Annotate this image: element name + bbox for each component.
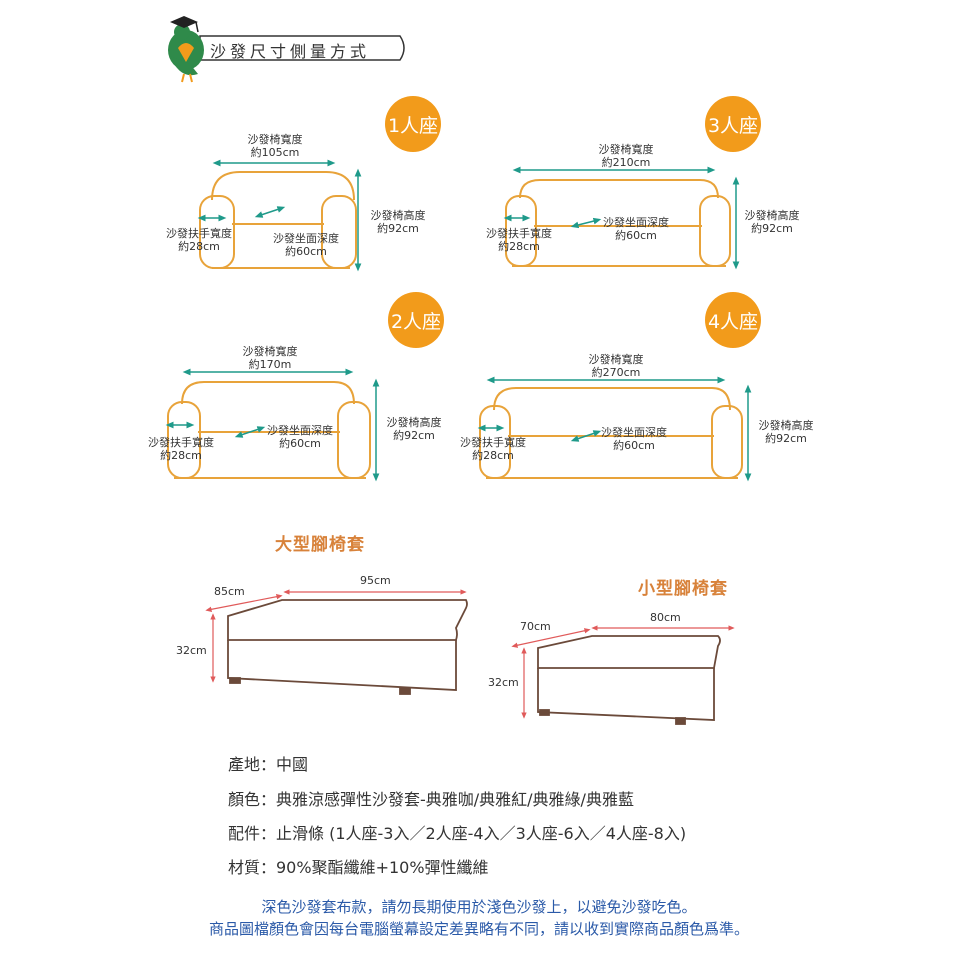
sofa-2-width-label: 沙發椅寬度約170m [242,345,298,371]
sofa-1-seat-drawing [199,171,357,269]
large-ottoman-width: 95cm [360,574,391,587]
sofa-2-depth-label: 沙發坐面深度約60cm [267,424,333,450]
sofa-4-arm-label: 沙發扶手寬度約28cm [460,436,526,462]
badge-1-seat: 1人座 [385,96,441,152]
spec-accessories: 配件：止滑條 (1人座-3入／2人座-4入／3人座-6入／4人座-8入) [228,824,687,843]
note-dark-fabric: 深色沙發套布款，請勿長期使用於淺色沙發上，以避免沙發吃色。 [261,898,697,916]
badge-4-seat: 4人座 [705,292,761,348]
sofa-2-height-label: 沙發椅高度約92cm [386,416,442,442]
sofa-3-width-label: 沙發椅寬度約210cm [598,143,654,169]
sofa-4-depth-label: 沙發坐面深度約60cm [601,426,667,452]
small-ottoman-depth: 70cm [520,620,551,633]
badge-2-seat: 2人座 [388,292,444,348]
small-ottoman-title: 小型腳椅套 [638,579,728,599]
sofa-1-depth-label: 沙發坐面深度約60cm [273,232,339,258]
sofa-1-width-label: 沙發椅寬度約105cm [247,133,303,159]
note-color-disclaimer: 商品圖檔顏色會因每台電腦螢幕設定差異略有不同，請以收到實際商品顏色爲準。 [208,920,749,938]
spec-material: 材質：90%聚酯纖維+10%彈性纖維 [228,858,489,877]
header: 沙發尺寸側量方式 [160,8,410,88]
sofa-1-height-label: 沙發椅高度約92cm [370,209,426,235]
sofa-3-height-label: 沙發椅高度約92cm [744,209,800,235]
large-ottoman-height: 32cm [176,644,207,657]
sofa-1-arm-label: 沙發扶手寬度約28cm [166,227,232,253]
page-title: 沙發尺寸側量方式 [210,42,371,61]
small-ottoman-width: 80cm [650,611,681,624]
small-ottoman-height: 32cm [488,676,519,689]
sofa-2-arm-label: 沙發扶手寬度約28cm [148,436,214,462]
spec-colors: 顏色：典雅涼感彈性沙發套-典雅咖/典雅紅/典雅綠/典雅藍 [228,790,634,809]
badge-3-seat: 3人座 [705,96,761,152]
small-ottoman-drawing [537,635,721,725]
large-ottoman-depth: 85cm [214,585,245,598]
sofa-3-seat-drawing [505,179,731,267]
sofa-3-depth-label: 沙發坐面深度約60cm [603,216,669,242]
sofa-4-width-label: 沙發椅寬度約270cm [588,353,644,379]
spec-origin: 產地：中國 [228,755,309,774]
sofa-2-seat-drawing [167,381,371,479]
large-ottoman-title: 大型腳椅套 [275,535,365,555]
sofa-4-height-label: 沙發椅高度約92cm [758,419,814,445]
sofa-3-arm-label: 沙發扶手寬度約28cm [486,227,552,253]
graduate-bird-icon [168,16,405,83]
sofa-4-seat-drawing [479,387,743,479]
large-ottoman-drawing [227,599,468,695]
